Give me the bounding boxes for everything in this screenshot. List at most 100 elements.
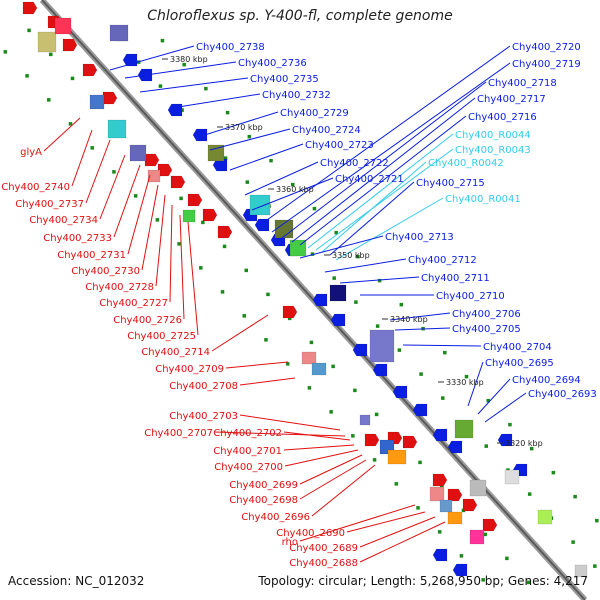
gene-label-right: Chy400_2694 <box>512 375 581 386</box>
gene-label-left: Chy400_2714 <box>141 347 210 358</box>
track-tick <box>416 506 420 510</box>
gene-label-right: Chy400_2704 <box>483 342 552 353</box>
leader-line <box>284 449 359 467</box>
track-tick <box>437 530 442 534</box>
plus-strand-gene <box>202 208 218 222</box>
track-tick <box>354 300 358 304</box>
gene-label-right: Chy400_R0044 <box>455 130 531 141</box>
leader-line <box>239 414 341 431</box>
leader-line <box>299 115 467 246</box>
track-tick <box>177 242 181 246</box>
leader-line <box>214 431 346 437</box>
track-tick <box>27 28 31 33</box>
track-tick <box>180 108 184 112</box>
leader-line <box>229 143 304 171</box>
gene-label-right: Chy400_2712 <box>408 255 477 266</box>
track-tick <box>312 206 317 211</box>
gene-label-right: Chy400_2722 <box>320 158 389 169</box>
gene-label-right: Chy400_2717 <box>477 94 546 105</box>
track-tick <box>571 540 575 544</box>
track-tick <box>242 314 247 318</box>
leader-line <box>477 378 511 415</box>
function-box <box>429 486 445 502</box>
minus-strand-gene <box>254 218 270 232</box>
track-tick <box>204 86 208 91</box>
gene-label-right: Chy400_2724 <box>292 125 361 136</box>
track-tick <box>527 492 532 496</box>
leader-line <box>281 81 487 239</box>
gene-label-right: Chy400_2723 <box>305 140 374 151</box>
gene-label-left: Chy400_2699 <box>229 480 298 491</box>
gene-label-left: Chy400_2737 <box>15 199 84 210</box>
leader-line <box>169 204 173 303</box>
kbp-label: 3350 kbp <box>332 251 370 260</box>
track-tick <box>529 446 534 451</box>
function-box <box>301 351 317 365</box>
plus-strand-gene <box>447 488 463 502</box>
track-tick <box>133 194 138 198</box>
function-box <box>249 194 271 216</box>
track-tick <box>201 220 205 225</box>
gene-label-right: Chy400_2729 <box>280 108 349 119</box>
gene-label-left: Chy400_2734 <box>29 215 98 226</box>
gene-label-left: Chy400_2688 <box>289 558 358 569</box>
gene-features <box>22 1 588 578</box>
track-tick <box>68 122 73 126</box>
leader-line <box>307 133 454 249</box>
gene-label-right: Chy400_R0043 <box>455 145 531 156</box>
leader-line <box>291 97 476 243</box>
track-tick <box>419 372 423 376</box>
gene-label-left: Chy400_2702 <box>213 428 282 439</box>
function-box <box>369 329 395 363</box>
leader-line <box>127 174 151 255</box>
leader-line <box>139 77 249 93</box>
track-tick <box>266 292 270 297</box>
track-tick <box>220 290 225 294</box>
track-tick <box>49 52 53 57</box>
leader-line <box>315 148 454 251</box>
gene-label-right: Chy400_2736 <box>238 58 307 69</box>
kbp-label: 3320 kbp <box>505 439 543 448</box>
track-tick <box>573 494 577 499</box>
minus-strand-gene <box>452 563 468 577</box>
leader-line <box>283 444 355 451</box>
function-box <box>387 449 407 465</box>
function-box <box>311 362 327 376</box>
function-box <box>147 169 161 183</box>
kbp-label: 3360 kbp <box>276 185 314 194</box>
track-tick <box>593 564 597 568</box>
track-tick <box>245 180 250 184</box>
plus-strand-gene <box>432 473 448 487</box>
track-tick <box>486 398 490 403</box>
track-tick <box>484 444 488 448</box>
gene-labels: Chy400_2738Chy400_2736Chy400_2735Chy400_… <box>1 42 597 569</box>
function-box <box>37 31 57 53</box>
topology-summary: Topology: circular; Length: 5,268,950 bp… <box>258 574 588 588</box>
function-box <box>107 119 127 139</box>
track-tick <box>309 340 314 345</box>
gene-label-right: Chy400_2738 <box>196 42 265 53</box>
track-tick <box>329 410 333 414</box>
track-tick <box>307 386 312 390</box>
leader-line <box>244 161 319 196</box>
function-box <box>329 284 347 302</box>
function-box <box>447 511 463 525</box>
gene-label-right: Chy400_2711 <box>421 273 490 284</box>
track-tick <box>332 276 336 280</box>
gene-label-left: Chy400_2708 <box>169 381 238 392</box>
function-box <box>359 414 371 426</box>
gene-label-right: Chy400_2718 <box>488 78 557 89</box>
plus-strand-gene <box>102 91 118 105</box>
kbp-label: 3340 kbp <box>390 315 428 324</box>
leader-line <box>346 511 426 533</box>
leader-line <box>43 117 81 152</box>
gene-label-left: Chy400_2731 <box>57 250 126 261</box>
leader-line <box>402 344 482 347</box>
track-tick <box>481 578 485 582</box>
track-tick <box>285 362 290 366</box>
leader-line <box>155 194 166 287</box>
track-tick <box>372 458 377 462</box>
kbp-label: 3370 kbp <box>225 123 263 132</box>
minus-strand-gene <box>412 403 428 417</box>
gene-label-right: Chy400_2732 <box>262 90 331 101</box>
